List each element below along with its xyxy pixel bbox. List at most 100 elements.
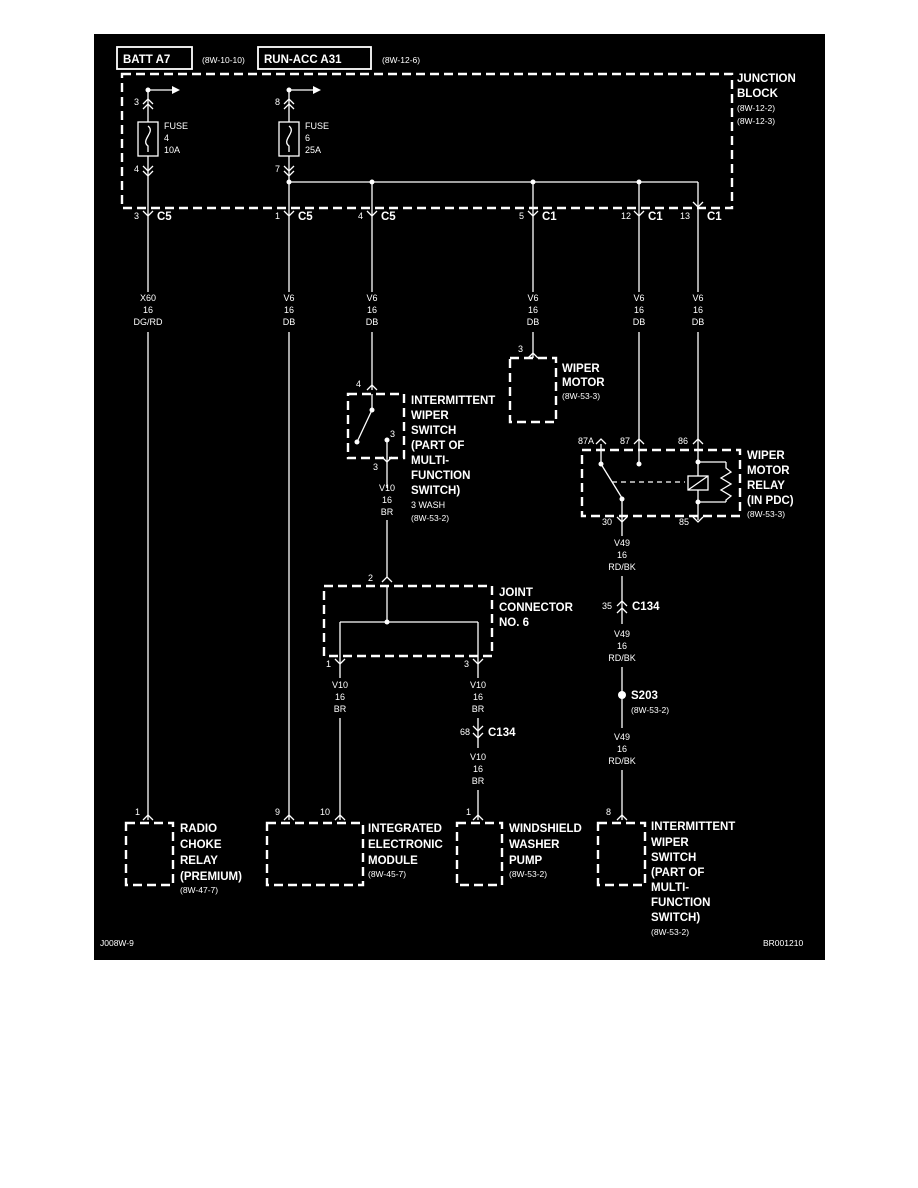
- fuse-4-label: FUSE: [164, 121, 188, 131]
- iem-pin-9: 9: [275, 807, 280, 817]
- wiper-motor-pin: 3: [518, 344, 523, 354]
- c134-right-glyph: [616, 600, 628, 614]
- junction-block-ref-1: (8W-12-2): [737, 103, 775, 113]
- run-acc-a31-ref: (8W-12-6): [382, 55, 420, 65]
- fuse-4-pin-out: 4: [134, 164, 139, 174]
- wiper-motor-connector: [527, 352, 539, 359]
- pump-pin: 1: [466, 807, 471, 817]
- relay-pin-86: 86: [678, 436, 688, 446]
- joint-pin-right: 3: [464, 659, 469, 669]
- c134-right-label: C134: [632, 601, 660, 613]
- fuse-6-number: 6: [305, 133, 310, 143]
- joint-connector-symbol: [322, 576, 494, 668]
- relay-pin-30: 30: [602, 517, 612, 527]
- wiper-motor-label-2: MOTOR: [562, 377, 605, 389]
- int-switch-label-4: (PART OF: [411, 440, 464, 452]
- switch2-label-4: (PART OF: [651, 867, 704, 879]
- c134-left-pin: 68: [460, 727, 470, 737]
- switch2-label-2: WIPER: [651, 837, 689, 849]
- fuse-4-rating: 10A: [164, 145, 180, 155]
- switch2-label-1: INTERMITTENT: [651, 821, 735, 833]
- junction-block-outline: [120, 72, 734, 210]
- batt-a7-box: [116, 46, 193, 70]
- iem-box: [265, 821, 365, 887]
- relay-label-3: RELAY: [747, 480, 785, 492]
- c1-pin-12: 12: [621, 211, 631, 221]
- fuse-6-pin-in: 8: [275, 97, 280, 107]
- junction-block-name-2: BLOCK: [737, 88, 779, 100]
- footer-left-code: J008W-9: [100, 938, 134, 948]
- relay-pin-85: 85: [679, 517, 689, 527]
- c134-left-glyph: [472, 725, 484, 739]
- splice-s203-ref: (8W-53-2): [631, 705, 669, 715]
- wiper-motor-label-1: WIPER: [562, 363, 600, 375]
- batt-a7-ref: (8W-10-10): [202, 55, 245, 65]
- radio-pin: 1: [135, 807, 140, 817]
- radio-label-1: RADIO: [180, 823, 217, 835]
- int-switch-contact: 3: [390, 429, 395, 439]
- joint-label-2: CONNECTOR: [499, 602, 574, 614]
- diagram-background: [94, 34, 825, 960]
- int-switch-label-5: MULTI-: [411, 455, 449, 467]
- iem-label-1: INTEGRATED: [368, 823, 442, 835]
- int-wiper-switch-symbol: [346, 384, 406, 488]
- c5-pin-1: 1: [275, 211, 280, 221]
- wiper-motor-box: [508, 356, 558, 424]
- fuse-6-label: FUSE: [305, 121, 329, 131]
- c1-pin-5: 5: [519, 211, 524, 221]
- int-switch-label-3: SWITCH: [411, 425, 456, 437]
- pump-label-2: WASHER: [509, 839, 560, 851]
- fuse-6-branch: [278, 86, 699, 220]
- washer-pump-box: [455, 821, 504, 887]
- junction-block-name-1: JUNCTION: [737, 73, 796, 85]
- switch2-label-6: FUNCTION: [651, 897, 710, 909]
- jb-connector-glyphs: [142, 201, 704, 217]
- c1-label-c: C1: [707, 211, 722, 223]
- iem-ref: (8W-45-7): [368, 869, 406, 879]
- joint-pin-left: 1: [326, 659, 331, 669]
- c1-label-a: C1: [542, 211, 557, 223]
- wiper-motor-ref: (8W-53-3): [562, 391, 600, 401]
- int-wiper-switch-bottom-box: [596, 821, 647, 887]
- c5-pin-4: 4: [358, 211, 363, 221]
- fuse-4-pin-in: 3: [134, 97, 139, 107]
- int-switch-label-2: WIPER: [411, 410, 449, 422]
- junction-block-ref-2: (8W-12-3): [737, 116, 775, 126]
- c1-pin-13: 13: [680, 211, 690, 221]
- fuse-4-number: 4: [164, 133, 169, 143]
- c134-left-label: C134: [488, 727, 516, 739]
- joint-pin-top: 2: [368, 573, 373, 583]
- int-switch-label-1: INTERMITTENT: [411, 395, 495, 407]
- batt-a7-label: BATT A7: [123, 54, 170, 66]
- radio-label-4: (PREMIUM): [180, 871, 242, 883]
- int-switch-pin-bottom: 3: [373, 462, 378, 472]
- run-acc-a31-box: [257, 46, 372, 70]
- c5-label-a: C5: [157, 211, 172, 223]
- relay-label-4: (IN PDC): [747, 495, 794, 507]
- int-switch-note: 3 WASH: [411, 500, 445, 510]
- iem-pin-10: 10: [320, 807, 330, 817]
- switch2-pin: 8: [606, 807, 611, 817]
- pump-label-1: WINDSHIELD: [509, 823, 582, 835]
- int-switch-ref: (8W-53-2): [411, 513, 449, 523]
- switch2-label-7: SWITCH): [651, 912, 700, 924]
- splice-s203-label: S203: [631, 690, 658, 702]
- fuse-6-pin-out: 7: [275, 164, 280, 174]
- joint-label-1: JOINT: [499, 587, 533, 599]
- int-switch-pin-top: 4: [356, 379, 361, 389]
- radio-choke-relay-box: [124, 821, 175, 887]
- splice-s203-dot: [618, 691, 626, 699]
- c5-label-b: C5: [298, 211, 313, 223]
- fuse-6-rating: 25A: [305, 145, 321, 155]
